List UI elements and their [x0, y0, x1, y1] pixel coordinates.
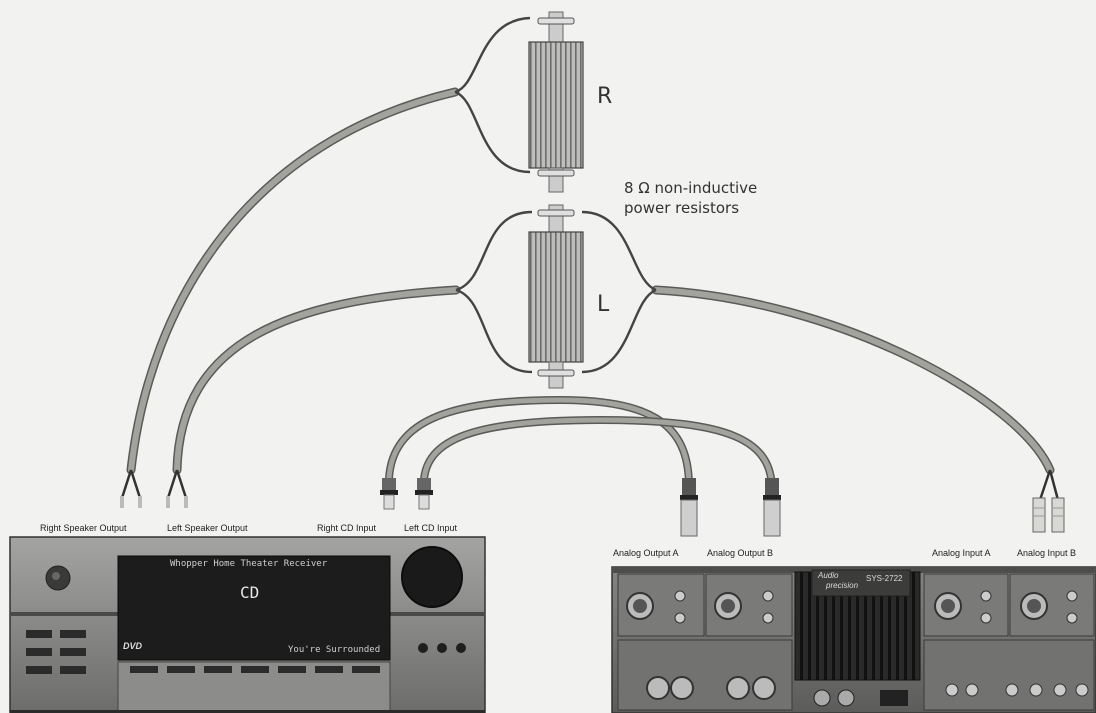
label-analog-output-a: Analog Output A	[613, 548, 679, 558]
volume-knob	[401, 546, 463, 608]
receiver-front-buttons	[130, 666, 380, 673]
speaker-wire-ends-left	[166, 469, 188, 508]
center-controls	[813, 689, 908, 707]
ap-model: SYS-2722	[866, 574, 903, 583]
speaker-wire-ends-right	[120, 469, 142, 508]
label-left-cd-input: Left CD Input	[404, 523, 458, 533]
receiver-left-buttons	[26, 630, 86, 674]
resistor-l	[528, 204, 584, 389]
rca-plug-right-cd	[380, 478, 398, 510]
xlr-plug-output-a	[680, 478, 698, 537]
label-left-speaker-output: Left Speaker Output	[167, 523, 248, 533]
xlr-plug-output-b	[763, 478, 781, 537]
left-speaker-cable	[172, 210, 533, 475]
analyzer-input-cable	[581, 210, 1055, 475]
resistor-note: 8 Ω non-inductive power resistors	[624, 178, 757, 218]
rca-plug-left-cd	[415, 478, 433, 510]
ap-brand-line2: precision	[826, 581, 859, 590]
label-right-speaker-output: Right Speaker Output	[40, 523, 127, 533]
dvd-logo: DVD	[123, 641, 143, 651]
banana-plugs-input	[1032, 469, 1065, 533]
resistor-note-line1: 8 Ω non-inductive	[624, 179, 758, 197]
resistor-note-line2: power resistors	[624, 199, 740, 217]
cd-cable-right	[384, 395, 694, 491]
audio-precision-analyzer	[611, 566, 1096, 713]
receiver-display	[117, 555, 391, 661]
display-source: CD	[240, 583, 260, 602]
output-panel	[617, 573, 793, 711]
receiver-right-dots	[418, 643, 466, 653]
label-right-cd-input: Right CD Input	[317, 523, 377, 533]
right-speaker-cable	[126, 16, 531, 475]
label-analog-input-b: Analog Input B	[1017, 548, 1077, 558]
display-status: You're Surrounded	[288, 645, 381, 655]
input-panel	[923, 573, 1095, 711]
resistor-r-label: R	[597, 84, 613, 109]
display-title: Whopper Home Theater Receiver	[170, 559, 328, 569]
av-receiver	[9, 536, 486, 713]
resistor-l-label: L	[597, 292, 610, 317]
label-analog-output-b: Analog Output B	[707, 548, 774, 558]
label-analog-input-a: Analog Input A	[932, 548, 991, 558]
resistor-r	[528, 11, 584, 193]
cd-cable-left	[419, 415, 776, 491]
ap-brand-line1: Audio	[818, 571, 839, 580]
